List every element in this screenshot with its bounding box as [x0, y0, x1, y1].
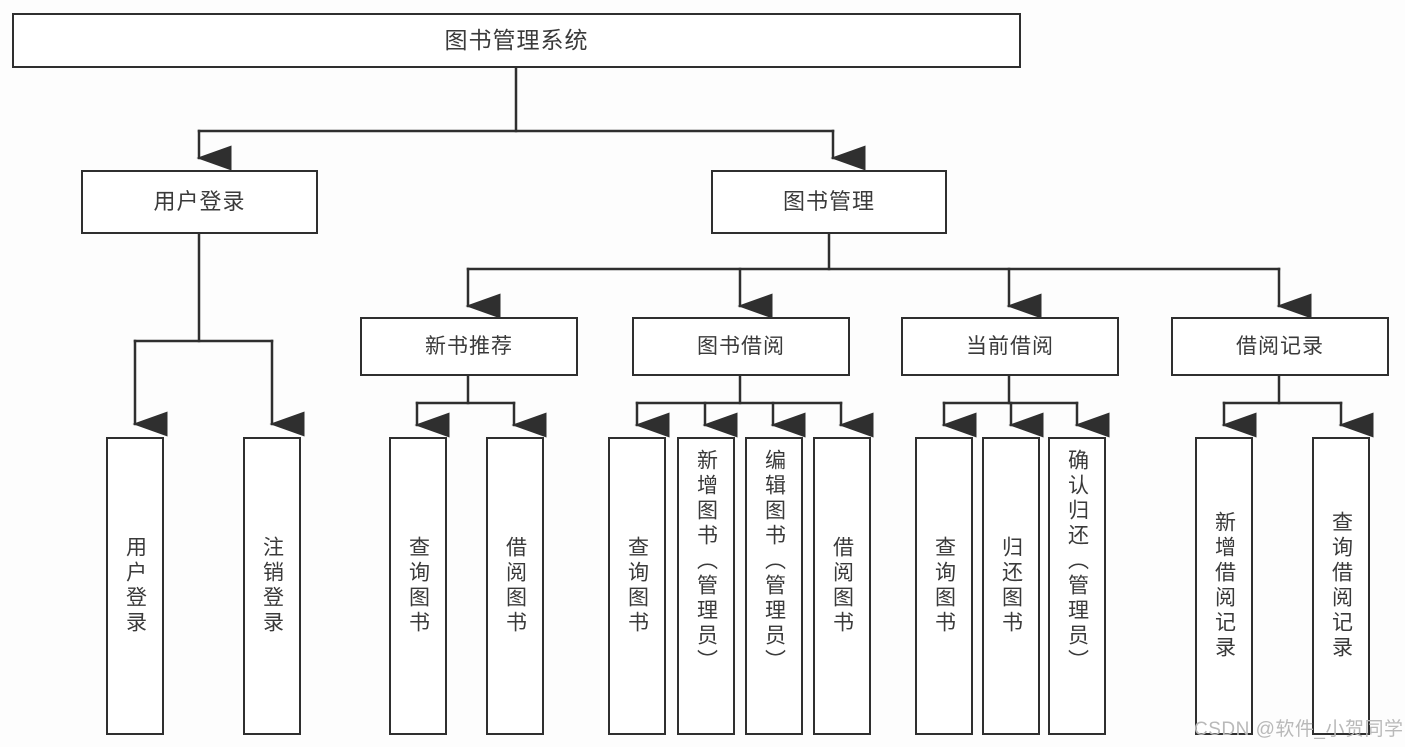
- leaf-query-book-3-label: 查询图书: [932, 536, 956, 636]
- node-root[interactable]: 图书管理系统: [12, 13, 1021, 68]
- leaf-query-record[interactable]: 查询借阅记录: [1312, 437, 1370, 735]
- node-new-book-recommend[interactable]: 新书推荐: [360, 317, 578, 376]
- leaf-query-record-label: 查询借阅记录: [1329, 511, 1353, 661]
- node-user-login-label: 用户登录: [153, 188, 246, 214]
- leaf-query-book-1-label: 查询图书: [406, 536, 430, 636]
- leaf-query-book-2-label: 查询图书: [625, 536, 649, 636]
- leaf-return-book[interactable]: 归还图书: [982, 437, 1040, 735]
- leaf-logout-login[interactable]: 注销登录: [243, 437, 301, 735]
- leaf-logout-login-label: 注销登录: [260, 536, 284, 636]
- leaf-borrow-book-1-label: 借阅图书: [503, 536, 527, 636]
- leaf-borrow-book-2[interactable]: 借阅图书: [813, 437, 871, 735]
- watermark: CSDN @软件_小贺同学: [1194, 719, 1404, 740]
- node-book-manage[interactable]: 图书管理: [711, 170, 947, 234]
- leaf-borrow-book-2-label: 借阅图书: [830, 536, 854, 636]
- node-book-borrow[interactable]: 图书借阅: [632, 317, 850, 376]
- leaf-confirm-return[interactable]: 确认归还（管理员）: [1048, 437, 1106, 735]
- node-user-login[interactable]: 用户登录: [81, 170, 318, 234]
- leaf-query-book-1[interactable]: 查询图书: [389, 437, 447, 735]
- leaf-user-login-label: 用户登录: [123, 536, 147, 636]
- node-borrow-record[interactable]: 借阅记录: [1171, 317, 1389, 376]
- leaf-return-book-label: 归还图书: [999, 536, 1023, 636]
- node-current-borrow-label: 当前借阅: [966, 334, 1054, 358]
- node-book-manage-label: 图书管理: [782, 188, 875, 214]
- leaf-user-login[interactable]: 用户登录: [106, 437, 164, 735]
- node-book-borrow-label: 图书借阅: [697, 334, 785, 358]
- node-borrow-record-label: 借阅记录: [1236, 334, 1324, 358]
- node-new-book-recommend-label: 新书推荐: [425, 334, 513, 358]
- leaf-borrow-book-1[interactable]: 借阅图书: [486, 437, 544, 735]
- leaf-add-record-label: 新增借阅记录: [1212, 511, 1236, 661]
- leaf-query-book-3[interactable]: 查询图书: [915, 437, 973, 735]
- leaf-edit-book-label: 编辑图书（管理员）: [762, 449, 786, 674]
- leaf-add-book[interactable]: 新增图书（管理员）: [677, 437, 735, 735]
- leaf-query-book-2[interactable]: 查询图书: [608, 437, 666, 735]
- leaf-confirm-return-label: 确认归还（管理员）: [1065, 449, 1089, 674]
- node-current-borrow[interactable]: 当前借阅: [901, 317, 1119, 376]
- leaf-add-book-label: 新增图书（管理员）: [694, 449, 718, 674]
- leaf-edit-book[interactable]: 编辑图书（管理员）: [745, 437, 803, 735]
- node-root-label: 图书管理系统: [444, 26, 589, 53]
- leaf-add-record[interactable]: 新增借阅记录: [1195, 437, 1253, 735]
